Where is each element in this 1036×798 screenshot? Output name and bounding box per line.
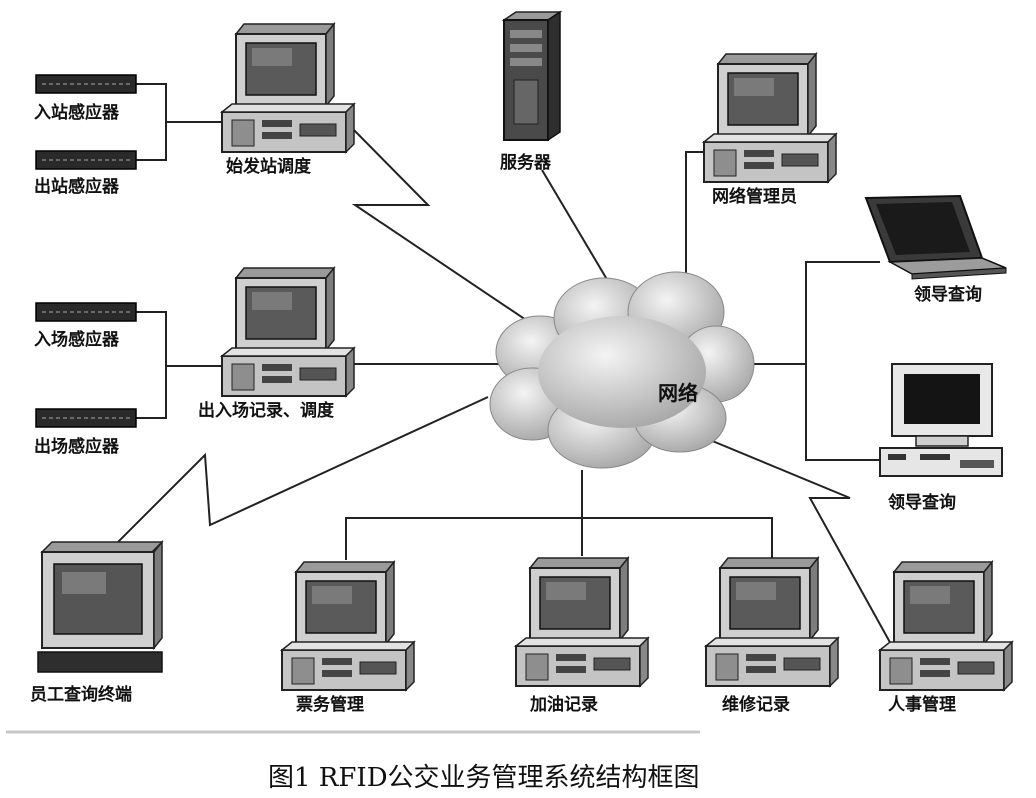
repair-record-label: 维修记录: [722, 694, 790, 715]
exit-sensor-label: 出站感应器: [34, 176, 120, 197]
network-cloud: 网络: [489, 271, 755, 469]
ticket-mgmt-pc-icon: [281, 561, 415, 691]
depot-in-sensor-label: 入场感应器: [34, 329, 120, 350]
server-label: 服务器: [500, 152, 552, 173]
staff-terminal-label: 员工查询终端: [30, 684, 132, 705]
leader-desktop-pc-icon: [879, 363, 1003, 477]
depot-out-sensor-icon: [35, 408, 137, 428]
depot-in-sensor-icon: [35, 302, 137, 322]
staff-terminal-icon: [37, 539, 164, 673]
depot-out-sensor-label: 出场感应器: [34, 436, 120, 457]
network-label: 网络: [658, 381, 698, 405]
start-dispatch-label: 始发站调度: [226, 156, 312, 177]
leader-query-2-label: 领导查询: [888, 492, 956, 513]
server-icon: [501, 10, 563, 142]
start-dispatch-pc-icon: [221, 23, 355, 153]
fuel-record-label: 加油记录: [529, 694, 598, 715]
net-admin-pc-icon: [703, 53, 837, 183]
fuel-record-pc-icon: [515, 557, 649, 687]
exit-sensor-icon: [35, 150, 137, 170]
entry-sensor-icon: [35, 74, 137, 94]
depot-record-pc-icon: [221, 267, 355, 397]
ticket-mgmt-label: 票务管理: [296, 694, 364, 715]
leader-query-1-label: 领导查询: [914, 284, 982, 305]
connection-lines: [111, 83, 893, 647]
laptop-icon: [864, 194, 1007, 280]
hr-mgmt-label: 人事管理: [888, 694, 956, 715]
hr-mgmt-pc-icon: [879, 561, 1013, 691]
repair-record-pc-icon: [705, 557, 839, 687]
entry-sensor-label: 入站感应器: [34, 102, 120, 123]
net-admin-label: 网络管理员: [712, 186, 797, 207]
depot-record-label: 出入场记录、调度: [198, 400, 335, 421]
figure-caption: 图1 RFID公交业务管理系统结构框图: [268, 763, 700, 793]
